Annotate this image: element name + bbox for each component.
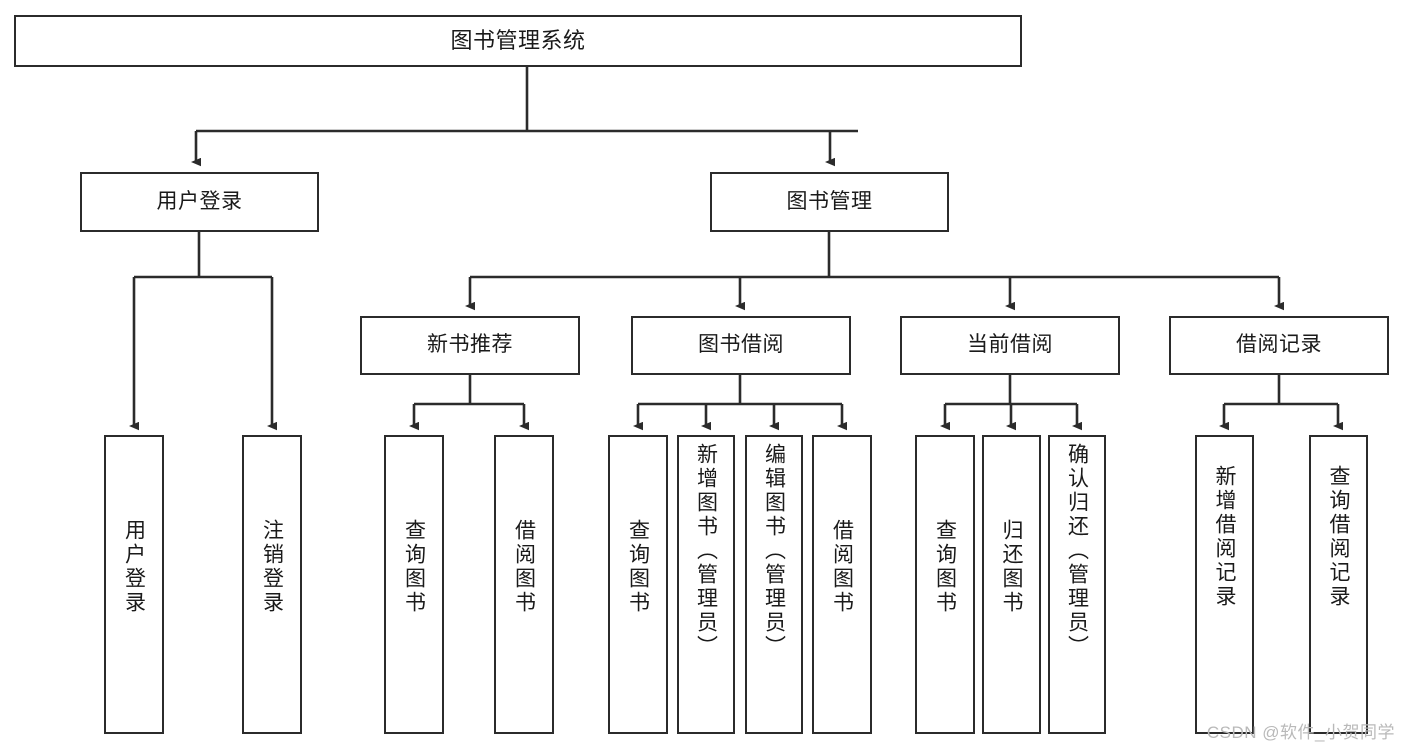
node-new-book-recommend[interactable]: 新书推荐	[360, 316, 580, 375]
node-label: 编辑图书（管理员）	[762, 443, 786, 659]
node-current-borrow[interactable]: 当前借阅	[900, 316, 1120, 375]
node-leaf-edit-book[interactable]: 编辑图书（管理员）	[745, 435, 803, 734]
node-label: 新书推荐	[427, 333, 513, 357]
node-label: 查询借阅记录	[1327, 465, 1350, 609]
node-label: 用户登录	[122, 519, 146, 615]
node-label: 确认归还（管理员）	[1065, 443, 1089, 659]
node-book-management[interactable]: 图书管理	[710, 172, 949, 232]
node-label: 图书管理系统	[450, 28, 586, 54]
node-label: 查询图书	[626, 519, 650, 615]
node-leaf-query-record[interactable]: 查询借阅记录	[1309, 435, 1368, 734]
node-leaf-user-login[interactable]: 用户登录	[104, 435, 164, 734]
node-label: 用户登录	[156, 189, 243, 213]
node-leaf-query-book-3[interactable]: 查询图书	[915, 435, 975, 734]
node-label: 图书借阅	[698, 333, 784, 357]
node-user-login[interactable]: 用户登录	[80, 172, 319, 232]
node-label: 借阅图书	[512, 519, 536, 615]
node-label: 图书管理	[786, 189, 873, 213]
node-label: 归还图书	[1000, 519, 1023, 615]
node-borrow-record[interactable]: 借阅记录	[1169, 316, 1389, 375]
node-leaf-return-book[interactable]: 归还图书	[982, 435, 1041, 734]
node-label: 新增借阅记录	[1213, 465, 1236, 609]
node-leaf-confirm-return[interactable]: 确认归还（管理员）	[1048, 435, 1106, 734]
node-label: 查询图书	[933, 519, 957, 615]
node-leaf-logout[interactable]: 注销登录	[242, 435, 302, 734]
node-book-borrow[interactable]: 图书借阅	[631, 316, 851, 375]
node-label: 新增图书（管理员）	[694, 443, 718, 659]
node-leaf-add-record[interactable]: 新增借阅记录	[1195, 435, 1254, 734]
node-label: 借阅图书	[830, 519, 854, 615]
node-label: 查询图书	[402, 519, 426, 615]
node-leaf-query-book-1[interactable]: 查询图书	[384, 435, 444, 734]
node-label: 当前借阅	[967, 333, 1053, 357]
node-leaf-borrow-book-2[interactable]: 借阅图书	[812, 435, 872, 734]
node-book-management-system[interactable]: 图书管理系统	[14, 15, 1022, 67]
node-label: 注销登录	[260, 519, 284, 615]
node-leaf-add-book[interactable]: 新增图书（管理员）	[677, 435, 735, 734]
watermark: CSDN @软件_小贺同学	[1206, 723, 1395, 742]
node-leaf-query-book-2[interactable]: 查询图书	[608, 435, 668, 734]
node-label: 借阅记录	[1236, 333, 1322, 357]
node-leaf-borrow-book-1[interactable]: 借阅图书	[494, 435, 554, 734]
